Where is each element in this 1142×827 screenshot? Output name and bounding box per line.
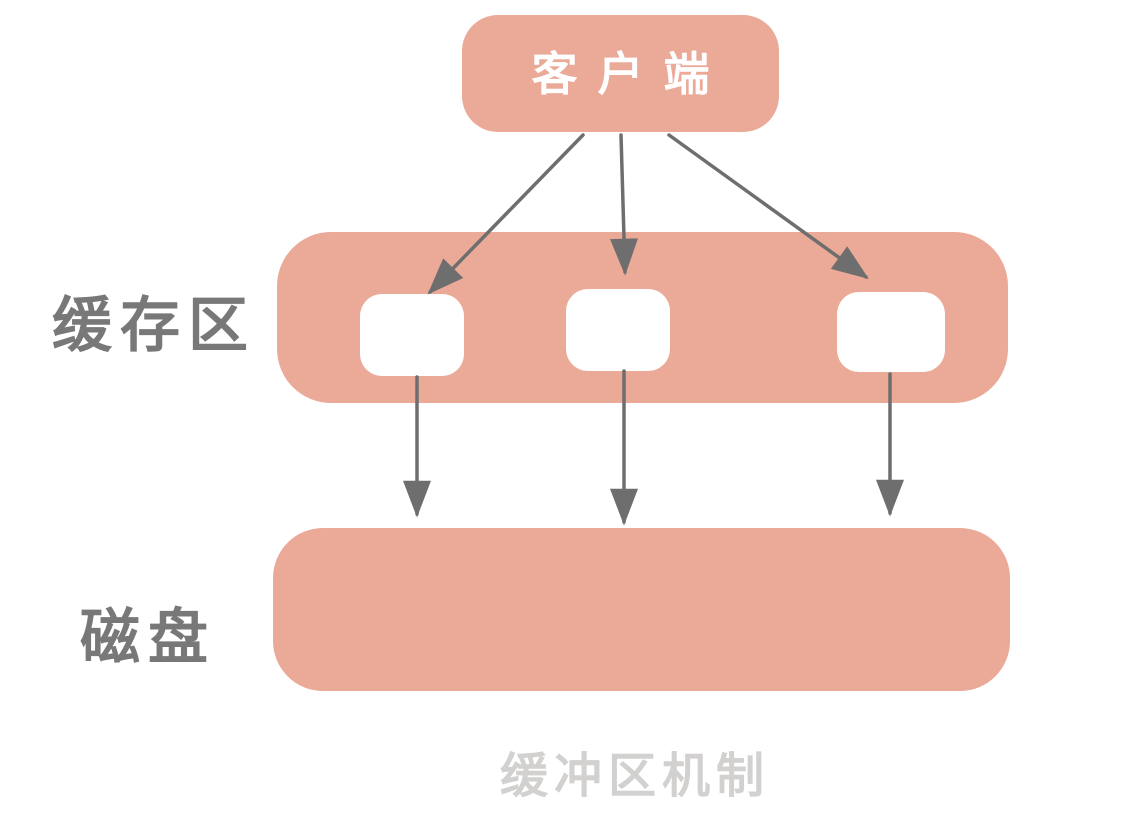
disk-band	[273, 528, 1010, 691]
buffer-slot-1	[360, 294, 464, 376]
buffer-label: 缓存区	[52, 291, 256, 361]
buffer-slot-2	[566, 289, 670, 371]
diagram-caption: 缓冲区机制	[500, 748, 771, 804]
client-node: 客户端	[462, 15, 779, 132]
buffer-slot-3	[837, 292, 945, 372]
disk-label: 磁盘	[80, 603, 216, 673]
client-label: 客户端	[531, 46, 730, 101]
